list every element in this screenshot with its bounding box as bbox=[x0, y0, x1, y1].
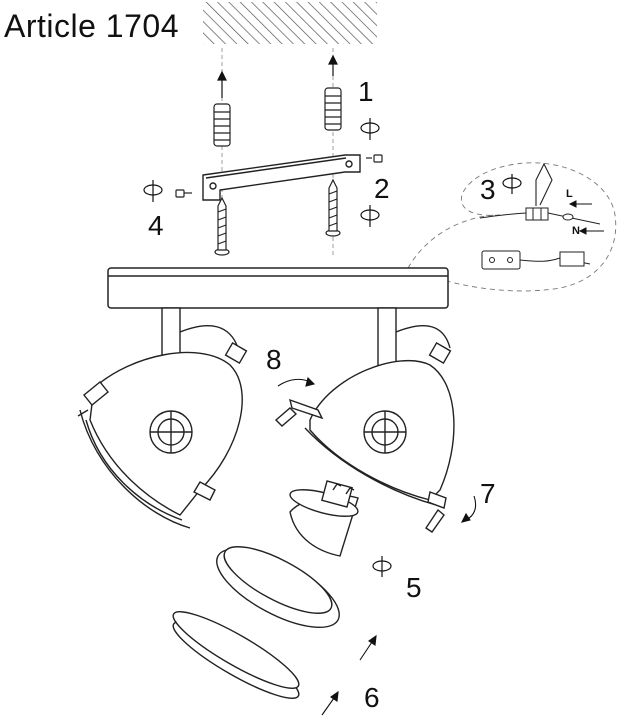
step-number-8: 8 bbox=[266, 344, 282, 375]
spotlight-right bbox=[274, 307, 455, 533]
mounting-bracket bbox=[202, 154, 361, 201]
wall-plug-left bbox=[213, 103, 231, 147]
step-number-6: 6 bbox=[364, 682, 380, 713]
screw-left bbox=[214, 196, 230, 256]
gu10-bulb bbox=[289, 480, 359, 557]
canopy-bar bbox=[107, 267, 449, 309]
wire-label-live: L bbox=[566, 188, 573, 200]
up-arrow-left bbox=[217, 70, 227, 98]
spotlight-left bbox=[77, 307, 248, 529]
rotate-arrow-step3 bbox=[502, 174, 522, 194]
step8-arrow bbox=[277, 376, 316, 387]
front-ring bbox=[172, 611, 300, 699]
glass-ring bbox=[216, 546, 340, 629]
neutral-arrow bbox=[578, 227, 604, 235]
center-lines bbox=[221, 48, 334, 255]
step-number-1: 1 bbox=[358, 76, 374, 107]
step-number-7: 7 bbox=[480, 478, 496, 509]
rotate-arrow-step1 bbox=[360, 118, 380, 140]
bracket-screw-right bbox=[366, 154, 383, 163]
up-arrow-right bbox=[328, 54, 338, 76]
push-arrow-5 bbox=[359, 634, 377, 661]
push-arrow-6 bbox=[321, 690, 339, 716]
ceiling-hatch bbox=[203, 2, 377, 44]
wire-label-neutral: N bbox=[572, 225, 580, 237]
rotate-arrow-step4 bbox=[143, 180, 163, 202]
wiring-callout-outline bbox=[407, 162, 617, 292]
step-number-2: 2 bbox=[374, 173, 390, 204]
step-number-3: 3 bbox=[480, 174, 496, 205]
rotate-arrow-step2 bbox=[360, 205, 380, 227]
step-number-5: 5 bbox=[406, 572, 422, 603]
wire-hook-tool bbox=[535, 162, 553, 206]
connector-detail bbox=[481, 250, 591, 270]
article-title: Article 1704 bbox=[4, 8, 179, 44]
wall-plug-right bbox=[324, 87, 342, 131]
live-arrow bbox=[568, 200, 592, 208]
bracket-screw-left bbox=[175, 189, 192, 198]
rotate-arrow-step5 bbox=[372, 556, 392, 577]
screw-right bbox=[325, 178, 341, 237]
step-number-4: 4 bbox=[148, 210, 164, 241]
step7-arrow bbox=[460, 495, 477, 523]
wiring-terminal-block bbox=[479, 207, 601, 225]
